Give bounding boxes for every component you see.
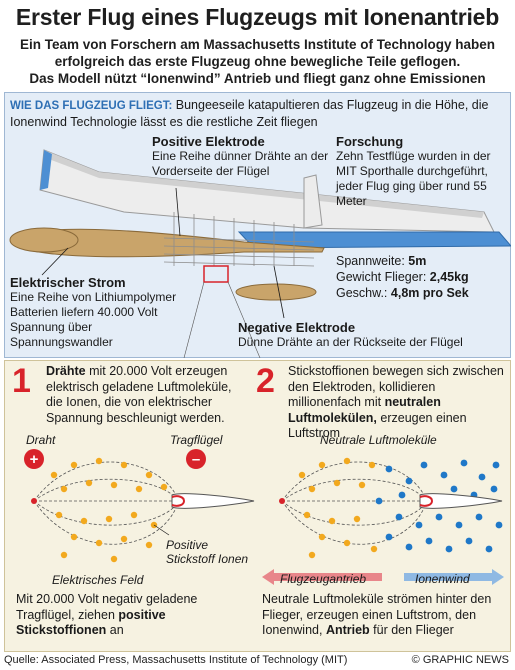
intro-text: WIE DAS FLUGZEUG FLIEGT: Bungeeseile kat… bbox=[10, 97, 505, 130]
subtitle: Ein Team von Forschern am Massachusetts … bbox=[6, 36, 509, 87]
copyright-credit: © GRAPHIC NEWS bbox=[411, 654, 509, 666]
wire-dot-left bbox=[31, 498, 37, 504]
caption-right-text-b: für den Flieger bbox=[369, 623, 454, 637]
positive-ions-right bbox=[298, 457, 378, 559]
field-lines-left bbox=[33, 461, 177, 545]
caption-left-text-b: an bbox=[106, 623, 124, 637]
wing-profile-right bbox=[419, 493, 503, 509]
spec-span-value: 5m bbox=[408, 254, 427, 268]
plus-sign-left: + bbox=[30, 451, 39, 468]
research-label: Forschung Zehn Testflüge wurden in der M… bbox=[336, 134, 511, 209]
label-positive-ions: Positive Stickstoff Ionen bbox=[166, 538, 248, 566]
pointer-negative bbox=[273, 265, 285, 319]
wing-tip-blue bbox=[40, 150, 52, 190]
label-positive-ions-1: Positive bbox=[166, 538, 209, 552]
spec-list: Spannweite: 5m Gewicht Flieger: 2,45kg G… bbox=[336, 253, 506, 301]
wire-dot-right bbox=[279, 498, 285, 504]
spec-speed: Geschw.: 4,8m pro Sek bbox=[336, 285, 506, 301]
vertical-tail bbox=[303, 174, 323, 229]
fuselage bbox=[15, 228, 325, 258]
positive-electrode-heading: Positive Elektrode bbox=[152, 134, 265, 149]
battery-pod bbox=[235, 283, 317, 301]
plus-badge-left bbox=[24, 449, 44, 469]
pointer-strom bbox=[41, 247, 69, 276]
step-2-body-a: Stickstoffionen bewegen sich zwischen de… bbox=[288, 364, 504, 409]
pointer-positive bbox=[175, 187, 181, 237]
wing-leading-edge bbox=[44, 150, 484, 218]
plane-illustration bbox=[9, 149, 511, 358]
research-heading: Forschung bbox=[336, 134, 404, 149]
label-electric-field: Elektrisches Feld bbox=[52, 573, 144, 587]
nose-pod bbox=[9, 227, 79, 253]
caption-right-text: Neutrale Luftmoleküle strömen hinter den… bbox=[262, 592, 492, 637]
electric-current-body: Eine Reihe von Lithiumpolymer Batterien … bbox=[10, 290, 177, 349]
step-1-number: 1 bbox=[12, 362, 31, 400]
spec-span-label: Spannweite: bbox=[336, 254, 409, 268]
electric-current-heading: Elektrischer Strom bbox=[10, 275, 126, 290]
ionwind-arrow bbox=[404, 569, 504, 585]
subtitle-line-3: Das Modell nützt “Ionenwind” Antrieb und… bbox=[29, 71, 486, 86]
minus-sign-left: – bbox=[192, 451, 200, 468]
label-positive-ions-2: Stickstoff Ionen bbox=[166, 552, 249, 566]
detail-highlight-box bbox=[203, 265, 229, 283]
step-1-text: Drähte mit 20.000 Volt erzeugen elektris… bbox=[46, 364, 251, 426]
neutral-molecules bbox=[375, 459, 503, 553]
spec-speed-label: Geschw.: bbox=[336, 286, 391, 300]
positive-ions-left bbox=[50, 457, 168, 563]
spec-weight: Gewicht Flieger: 2,45kg bbox=[336, 269, 506, 285]
label-neutral-molecules: Neutrale Luftmoleküle bbox=[320, 433, 437, 447]
zoom-line-left bbox=[183, 281, 205, 358]
step-2-text: Stickstoffionen bewegen sich zwischen de… bbox=[288, 364, 510, 442]
pointer-positive-ions bbox=[153, 524, 170, 536]
electric-current-label: Elektrischer Strom Eine Reihe von Lithiu… bbox=[10, 275, 190, 350]
subtitle-line-2: erfolgreich das erste Flugzeug ohne bewe… bbox=[54, 54, 461, 69]
spec-weight-value: 2,45kg bbox=[429, 270, 469, 284]
field-lines-right bbox=[281, 461, 425, 545]
spec-weight-label: Gewicht Flieger: bbox=[336, 270, 430, 284]
source-credit: Quelle: Associated Press, Massachusetts … bbox=[4, 654, 348, 666]
step-2-bold: neutralen Luftmolekülen, bbox=[288, 395, 441, 425]
intro-body: Bungeeseile katapultieren das Flugzeug i… bbox=[10, 98, 489, 129]
electrode-grid bbox=[163, 212, 315, 267]
caption-left: Mit 20.000 Volt negativ geladene Tragflü… bbox=[16, 592, 246, 639]
label-wing: Tragflügel bbox=[170, 433, 223, 447]
positive-electrode-body: Eine Reihe dünner Drähte an der Vorderse… bbox=[152, 149, 329, 178]
negative-electrode-label: Negative Elektrode Dünne Drähte an der R… bbox=[238, 320, 508, 350]
spec-speed-value: 4,8m pro Sek bbox=[390, 286, 469, 300]
minus-badge-left bbox=[186, 449, 206, 469]
ion-mechanism-diagram: + – bbox=[24, 449, 504, 585]
step-2-number: 2 bbox=[256, 362, 275, 400]
subtitle-line-1: Ein Team von Forschern am Massachusetts … bbox=[19, 37, 496, 52]
intro-heading: WIE DAS FLUGZEUG FLIEGT: bbox=[10, 100, 173, 112]
caption-right-bold: Antrieb bbox=[325, 623, 370, 637]
caption-right: Neutrale Luftmoleküle strömen hinter den… bbox=[262, 592, 512, 639]
negative-electrode-body: Dünne Drähte an der Rückseite der Flügel bbox=[238, 335, 463, 349]
step-1-bold: Drähte bbox=[46, 364, 86, 378]
wing-profile-left bbox=[171, 493, 255, 509]
negative-electrode-heading: Negative Elektrode bbox=[238, 320, 356, 335]
label-wire: Draht bbox=[26, 433, 56, 447]
step-2-body-b: erzeugen einen Luftstrom bbox=[288, 410, 467, 441]
positive-electrode-label: Positive Elektrode Eine Reihe dünner Drä… bbox=[152, 134, 332, 179]
zoom-line-right bbox=[227, 281, 261, 358]
caption-left-text: Mit 20.000 Volt negativ geladene Tragflü… bbox=[16, 592, 198, 622]
step-1-body: mit 20.000 Volt erzeugen elektrisch gela… bbox=[46, 364, 232, 425]
thrust-arrow bbox=[262, 569, 382, 585]
label-thrust: Flugzeugantrieb bbox=[280, 572, 367, 586]
page-title: Erster Flug eines Flugzeugs mit Ionenant… bbox=[15, 4, 500, 30]
research-body: Zehn Testflüge wurden in der MIT Sportha… bbox=[336, 149, 491, 208]
caption-left-bold: positive Stickstoffionen bbox=[16, 607, 166, 638]
label-ion-wind: Ionenwind bbox=[415, 572, 470, 586]
spec-span: Spannweite: 5m bbox=[336, 253, 506, 269]
